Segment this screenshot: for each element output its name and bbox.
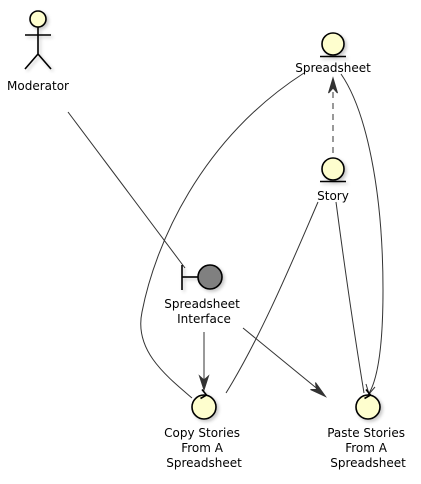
copy-stories-label: Copy Stories From A Spreadsheet bbox=[164, 426, 244, 470]
connector-story-to-paste-stories bbox=[335, 201, 365, 394]
copy-stories-label-line-1: Copy Stories bbox=[164, 426, 240, 440]
spreadsheet-interface-label-line-1: Spreadsheet bbox=[164, 297, 240, 311]
story-entity-icon bbox=[320, 157, 346, 183]
story-entity-label: Story bbox=[317, 189, 349, 203]
arrowhead-interface-to-paste-stories bbox=[310, 382, 328, 398]
spreadsheet-entity-icon bbox=[320, 32, 346, 58]
paste-stories-label-line-3: Spreadsheet bbox=[330, 456, 406, 470]
copy-stories-label-line-2: From A bbox=[181, 441, 224, 455]
moderator-label: Moderator bbox=[7, 79, 69, 93]
connector-moderator-to-interface bbox=[67, 111, 186, 269]
actor-body-icon bbox=[24, 27, 52, 70]
connector-spreadsheet-to-copy-stories bbox=[140, 72, 305, 399]
spreadsheet-entity-label: Spreadsheet bbox=[295, 61, 371, 75]
arrowhead-to-paste-stories bbox=[365, 383, 376, 396]
copy-stories-control-icon bbox=[191, 388, 217, 420]
spreadsheet-interface-label-line-2: Interface bbox=[177, 312, 231, 326]
moderator-actor bbox=[24, 10, 52, 70]
paste-stories-label-line-2: From A bbox=[345, 441, 388, 455]
arrowhead-story-to-spreadsheet bbox=[328, 76, 338, 94]
paste-stories-control-icon bbox=[355, 388, 381, 420]
connector-story-to-copy-stories bbox=[225, 201, 319, 394]
copy-stories-label-line-3: Spreadsheet bbox=[166, 456, 242, 470]
actor-head-icon bbox=[29, 10, 47, 28]
arrowhead-interface-to-copy-stories bbox=[198, 374, 210, 392]
paste-stories-label: Paste Stories From A Spreadsheet bbox=[327, 426, 409, 470]
spreadsheet-interface-label: Spreadsheet Interface bbox=[164, 297, 243, 326]
spreadsheet-interface-boundary-icon bbox=[181, 264, 223, 290]
connector-paste-stories-to-spreadsheet bbox=[340, 73, 384, 396]
connector-interface-to-paste-stories bbox=[242, 327, 321, 392]
paste-stories-label-line-1: Paste Stories bbox=[327, 426, 405, 440]
